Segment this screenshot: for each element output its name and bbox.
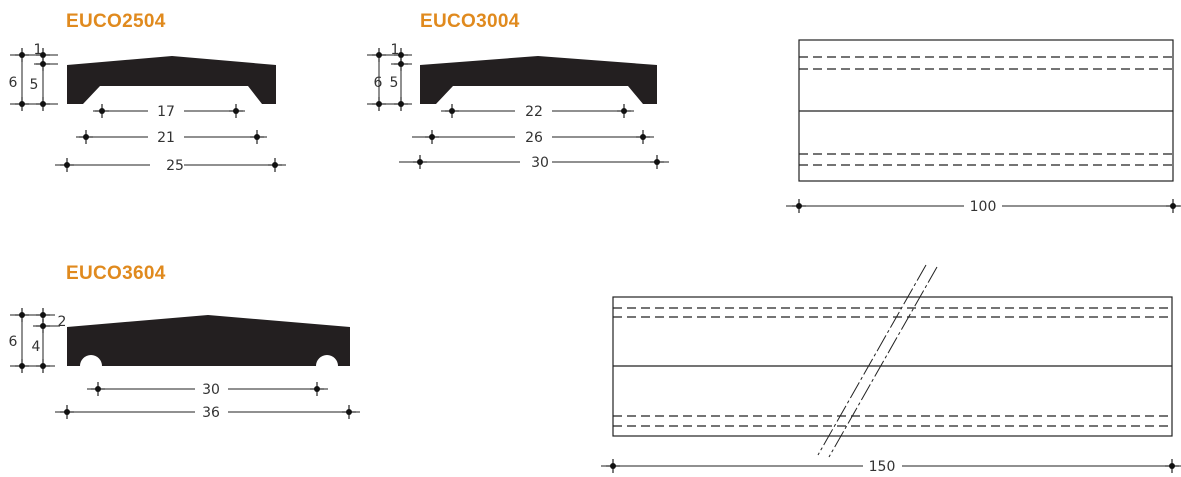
break-line (817, 264, 927, 456)
dim-inner-width: 22 (525, 104, 543, 120)
dim-mid-width: 26 (525, 130, 543, 146)
dim-body-height: 5 (390, 75, 399, 91)
coping-profile-shape (67, 315, 350, 366)
profile-title-euco3004: EUCO3004 (420, 11, 520, 32)
dim-mid-width: 21 (157, 130, 175, 146)
dim-top-step: 1 (391, 42, 400, 58)
coping-profile-shape (67, 56, 276, 104)
dim-total-height: 6 (9, 75, 18, 91)
dim-top-step: 1 (34, 42, 43, 58)
profile-euco3004: 6 1 5 22 26 30 (367, 42, 669, 171)
dim-body-height: 5 (30, 77, 39, 93)
profile-euco3604: 6 2 4 30 36 (9, 307, 360, 421)
dim-total-height: 6 (374, 75, 383, 91)
dim-total-height: 6 (9, 334, 18, 350)
dim-total-width: 36 (202, 405, 220, 421)
break-line (828, 266, 938, 458)
plan-view-100: 100 (786, 39, 1181, 215)
dim-body-height: 4 (32, 339, 41, 355)
plan-view-150: 150 (601, 264, 1181, 475)
plan-length-label: 150 (869, 459, 896, 475)
plan-length-label: 100 (970, 199, 997, 215)
coping-profile-shape (420, 56, 657, 104)
profile-title-euco2504: EUCO2504 (66, 11, 166, 32)
profile-euco2504: 6 1 5 17 21 25 (9, 42, 286, 174)
dim-inner-width: 17 (157, 104, 175, 120)
dim-inner-width: 30 (202, 382, 220, 398)
dim-total-width: 30 (531, 155, 549, 171)
dim-top-step: 2 (58, 314, 67, 330)
profile-title-euco3604: EUCO3604 (66, 263, 166, 284)
dim-total-width: 25 (166, 158, 184, 174)
